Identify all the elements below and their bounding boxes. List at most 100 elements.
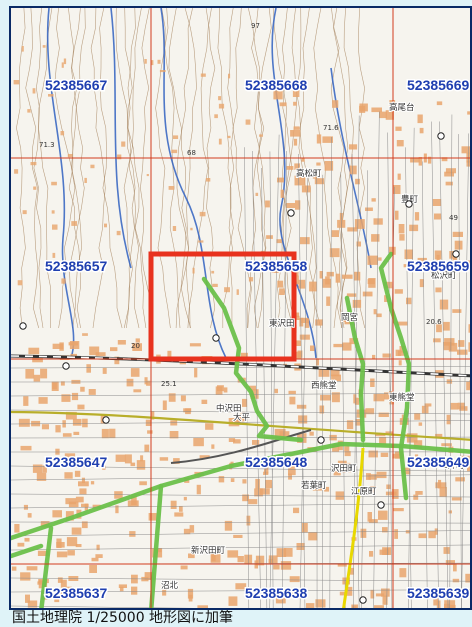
mesh-code-label[interactable]: 52385637 <box>44 584 110 603</box>
building <box>441 157 448 162</box>
building <box>17 542 25 547</box>
building <box>90 481 95 485</box>
building <box>306 603 315 608</box>
building <box>427 156 432 164</box>
building <box>417 257 427 266</box>
building <box>312 482 322 491</box>
building <box>114 356 120 365</box>
building <box>252 440 260 445</box>
map-symbol <box>212 334 220 342</box>
building <box>353 394 357 404</box>
building <box>237 556 244 563</box>
building <box>240 352 248 359</box>
building <box>124 454 132 464</box>
spot-height: 25.1 <box>161 380 177 388</box>
contour-lines <box>16 8 366 329</box>
building <box>65 586 72 593</box>
building <box>187 588 194 599</box>
mesh-code-label[interactable]: 52385659 <box>406 257 471 276</box>
building <box>90 164 95 169</box>
building <box>295 200 301 210</box>
mesh-code-label[interactable]: 52385658 <box>244 257 310 276</box>
mesh-code-label[interactable]: 52385639 <box>406 584 471 603</box>
building <box>144 572 155 580</box>
building <box>457 402 465 410</box>
building <box>218 103 225 109</box>
mesh-code-label[interactable]: 52385669 <box>406 76 471 95</box>
building <box>211 444 215 449</box>
building <box>23 504 28 510</box>
building <box>309 431 314 436</box>
building <box>40 368 48 379</box>
building <box>460 455 470 466</box>
building <box>264 465 269 474</box>
building <box>42 45 46 48</box>
contour-line <box>291 8 322 329</box>
mesh-code-label[interactable]: 52385667 <box>44 76 110 95</box>
building <box>130 462 136 467</box>
building <box>298 415 308 424</box>
building <box>380 452 389 457</box>
building <box>455 477 465 482</box>
river-line <box>110 8 132 269</box>
building <box>20 445 32 451</box>
building <box>21 46 24 52</box>
building <box>78 481 89 487</box>
building <box>236 415 241 425</box>
mesh-code-label[interactable]: 52385657 <box>44 257 110 276</box>
contour-line <box>205 8 216 329</box>
building <box>293 138 298 146</box>
building <box>38 397 48 404</box>
spot-height: 20 <box>131 342 140 350</box>
building <box>355 178 360 185</box>
building <box>227 550 239 558</box>
building <box>443 321 450 331</box>
building <box>453 563 457 572</box>
building <box>468 324 470 333</box>
building <box>224 520 233 531</box>
side-rail <box>170 429 312 464</box>
building <box>293 126 300 130</box>
topographic-map[interactable]: 高尾台高松町豊町東沢田西沢田中沢田大平西熊堂東熊堂若葉町沢田町新沢田町江原町松沢… <box>11 8 472 610</box>
building <box>173 135 179 139</box>
mesh-code-label[interactable]: 52385648 <box>244 453 310 472</box>
building <box>389 100 396 108</box>
building <box>385 491 397 496</box>
building <box>379 437 387 445</box>
building <box>385 110 394 120</box>
building <box>233 439 241 444</box>
building <box>205 423 214 430</box>
building <box>435 287 442 293</box>
building <box>245 119 251 125</box>
building <box>265 200 270 208</box>
place-label: 高松町 <box>296 168 322 179</box>
building <box>60 579 67 588</box>
building <box>399 568 407 578</box>
building <box>102 367 107 374</box>
building <box>250 389 259 399</box>
building <box>248 499 258 505</box>
building <box>292 590 304 599</box>
building <box>293 315 300 320</box>
building <box>414 212 420 221</box>
mesh-code-label[interactable]: 52385668 <box>244 76 310 95</box>
building <box>373 393 385 402</box>
building <box>144 59 147 64</box>
road-line <box>269 134 280 608</box>
road-line <box>11 409 470 415</box>
building <box>235 583 247 590</box>
mesh-code-label[interactable]: 52385647 <box>44 453 110 472</box>
mesh-code-label[interactable]: 52385638 <box>244 584 310 603</box>
building <box>27 600 38 608</box>
building <box>174 512 184 517</box>
building <box>292 89 300 97</box>
building <box>318 367 330 377</box>
building <box>276 239 282 244</box>
mesh-code-label[interactable]: 52385649 <box>406 453 471 472</box>
place-label: 西熊堂 <box>311 380 337 391</box>
building <box>242 479 247 484</box>
building <box>375 593 385 597</box>
highlighted-mesh-box[interactable] <box>148 251 297 362</box>
building <box>96 544 100 551</box>
building <box>51 381 59 391</box>
